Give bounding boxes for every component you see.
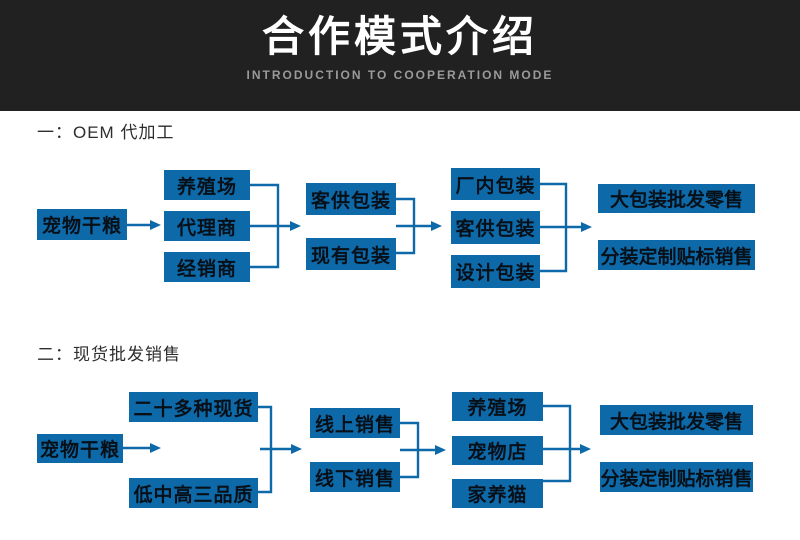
page-title: 合作模式介绍 xyxy=(261,13,538,60)
node-pet-dry-food: 宠物干粮 xyxy=(37,209,127,240)
node-customer-packaging: 客供包装 xyxy=(306,183,396,215)
node-pet-dry-food-2: 宠物干粮 xyxy=(37,434,123,463)
node-custom-label-sales-2: 分装定制贴标销售 xyxy=(600,462,753,492)
node-twenty-plus-stock: 二十多种现货 xyxy=(129,392,258,422)
node-distributor: 经销商 xyxy=(164,252,250,282)
page-subtitle: INTRODUCTION TO COOPERATION MODE xyxy=(246,68,554,82)
connector-f2-customers-bracket xyxy=(543,404,572,483)
node-domestic-cat: 家养猫 xyxy=(452,479,543,508)
node-pet-store: 宠物店 xyxy=(452,436,543,465)
node-three-quality-grades: 低中高三品质 xyxy=(129,478,258,508)
node-customer-packaging-2: 客供包装 xyxy=(451,211,540,244)
node-farm: 养殖场 xyxy=(164,170,250,200)
node-offline-sales: 线下销售 xyxy=(310,462,400,492)
node-custom-label-sales: 分装定制贴标销售 xyxy=(598,240,755,270)
page-header: 合作模式介绍 INTRODUCTION TO COOPERATION MODE xyxy=(0,0,800,111)
connector-f2-sales-bracket xyxy=(400,421,420,479)
node-agent: 代理商 xyxy=(164,211,250,241)
connector-f1-packaging-bracket xyxy=(396,197,416,255)
node-factory-packaging: 厂内包装 xyxy=(451,168,540,200)
node-online-sales: 线上销售 xyxy=(310,408,400,438)
section-title-oem-processing: 一：OEM 代加工 xyxy=(37,123,175,142)
section-title-spot-wholesale: 二：现货批发销售 xyxy=(37,345,181,364)
node-bulk-wholesale-retail-2: 大包装批发零售 xyxy=(600,405,753,435)
node-farm-customer: 养殖场 xyxy=(452,392,543,421)
node-existing-packaging: 现有包装 xyxy=(306,238,396,270)
connector-f2-stock-bracket xyxy=(258,405,273,494)
connector-f1-suppliers-bracket xyxy=(250,183,280,269)
connector-f1-modes-bracket xyxy=(540,182,568,273)
node-bulk-wholesale-retail: 大包装批发零售 xyxy=(598,184,755,213)
node-design-packaging: 设计包装 xyxy=(451,255,540,288)
